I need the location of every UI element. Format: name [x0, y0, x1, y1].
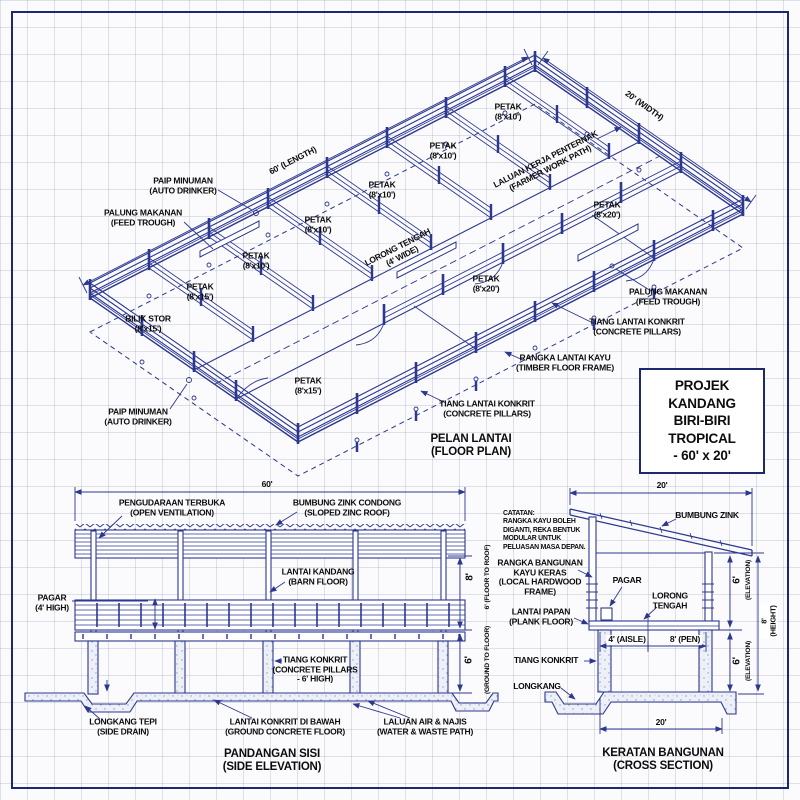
callout-concrete-pillars-bottom: TIANG LANTAI KONKRIT (CONCRETE PILLARS)	[439, 398, 535, 418]
pen-label: PETAK (8'x20')	[472, 273, 500, 293]
section-dim-20-bottom: 20'	[653, 717, 669, 728]
callout-fence-section: PAGAR	[612, 575, 642, 586]
pen-label: PETAK (8'x10')	[494, 101, 522, 121]
cross-section-drawing	[544, 488, 764, 734]
callout-feed-trough-left: PALUNG MAKANAN (FEED TROUGH)	[103, 207, 183, 227]
cross-section-title: KERATAN BANGUNAN (CROSS SECTION)	[602, 746, 724, 772]
elev-dim-ground-to-floor: (GROUND TO FLOOR)	[484, 625, 492, 695]
side-elevation-drawing	[24, 487, 499, 720]
callout-ground-floor: LANTAI KONKRIT DI BAWAH (GROUND CONCRETE…	[225, 716, 345, 736]
elev-dim-floor-to-roof: 6' (FLOOR TO ROOF)	[484, 544, 492, 610]
section-dim-height: 8' (HEIGHT)	[759, 603, 778, 639]
pen-label: PETAK (8'x10')	[242, 250, 270, 270]
elev-dim-8ft: 8'	[464, 573, 476, 581]
callout-waste-path: LALUAN AIR & NAJIS (WATER & WASTE PATH)	[376, 716, 474, 736]
callout-concrete-pillar-section: TIANG KONKRIT	[513, 655, 579, 666]
callout-fence-height: PAGAR (4' HIGH)	[35, 592, 69, 612]
callout-zinc-roof: BUMBUNG ZINK	[675, 510, 739, 521]
callout-feed-trough-right: PALUNG MAKANAN (FEED TROUGH)	[628, 286, 708, 306]
section-dim-6-lower: 6'	[731, 655, 743, 667]
callout-central-aisle-section: LORONG TENGAH	[652, 590, 688, 610]
floor-plan-title: PELAN LANTAI (FLOOR PLAN)	[430, 432, 512, 458]
pen-label: PETAK (8'x10')	[368, 179, 396, 199]
callout-concrete-pillars-elev: TIANG KONKRIT (CONCRETE PILLARS - 6' HIG…	[272, 654, 358, 684]
pen-label: PETAK (8'x10')	[304, 214, 332, 234]
callout-plank-floor: LANTAI PAPAN (PLANK FLOOR)	[509, 606, 573, 626]
pen-label: PETAK (8'x10')	[429, 140, 457, 160]
section-dim-20-top: 20'	[656, 480, 668, 491]
section-dim-elevation-lower: (ELEVATION)	[745, 640, 753, 682]
callout-hardwood-frame: RANGKA BANGUNAN KAYU KERAS (LOCAL HARDWO…	[497, 557, 583, 597]
callout-sloped-roof: BUMBUNG ZINK CONDONG (SLOPED ZINC ROOF)	[292, 497, 402, 517]
callout-timber-frame: RANGKA LANTAI KAYU (TIMBER FLOOR FRAME)	[516, 352, 614, 372]
section-dim-aisle: 4' (AISLE)	[606, 634, 648, 645]
section-dim-elevation-upper: (ELEVATION)	[745, 559, 753, 601]
callout-open-ventilation: PENGUDARAAN TERBUKA (OPEN VENTILATION)	[118, 497, 226, 517]
callout-auto-drinker-bottom: PAIP MINUMAN (AUTO DRINKER)	[104, 406, 172, 426]
pen-label: PETAK (8'x20')	[593, 199, 621, 219]
pen-label: PETAK (8'x15')	[294, 375, 322, 395]
section-dim-pen: 8' (PEN)	[667, 634, 703, 645]
callout-barn-floor: LANTAI KANDANG (BARN FLOOR)	[281, 566, 355, 586]
floor-plan-drawing	[78, 48, 757, 477]
section-dim-6-upper: 6'	[731, 574, 743, 586]
pen-label: PETAK (8'x15')	[186, 281, 214, 301]
side-elevation-title: PANDANGAN SISI (SIDE ELEVATION)	[222, 747, 322, 773]
section-note: CATATAN: RANGKA KAYU BOLEH DIGANTI, REKA…	[503, 510, 586, 551]
project-title-block: PROJEK KANDANG BIRI-BIRI TROPICAL - 60' …	[639, 368, 765, 474]
elev-dim-6ft: 6'	[463, 656, 475, 664]
callout-concrete-pillars-right: TIANG LANTAI KONKRIT (CONCRETE PILLARS)	[589, 316, 685, 336]
callout-auto-drinker-top: PAIP MINUMAN (AUTO DRINKER)	[149, 175, 217, 195]
elevation-dim-60: 60'	[261, 479, 273, 490]
store-room-label: BILIK STOR (8'x15')	[125, 313, 171, 333]
callout-side-drain: LONGKANG TEPI (SIDE DRAIN)	[89, 716, 157, 736]
callout-drain-section: LONGKANG	[513, 681, 561, 692]
project-title: PROJEK KANDANG BIRI-BIRI TROPICAL - 60' …	[668, 378, 736, 464]
